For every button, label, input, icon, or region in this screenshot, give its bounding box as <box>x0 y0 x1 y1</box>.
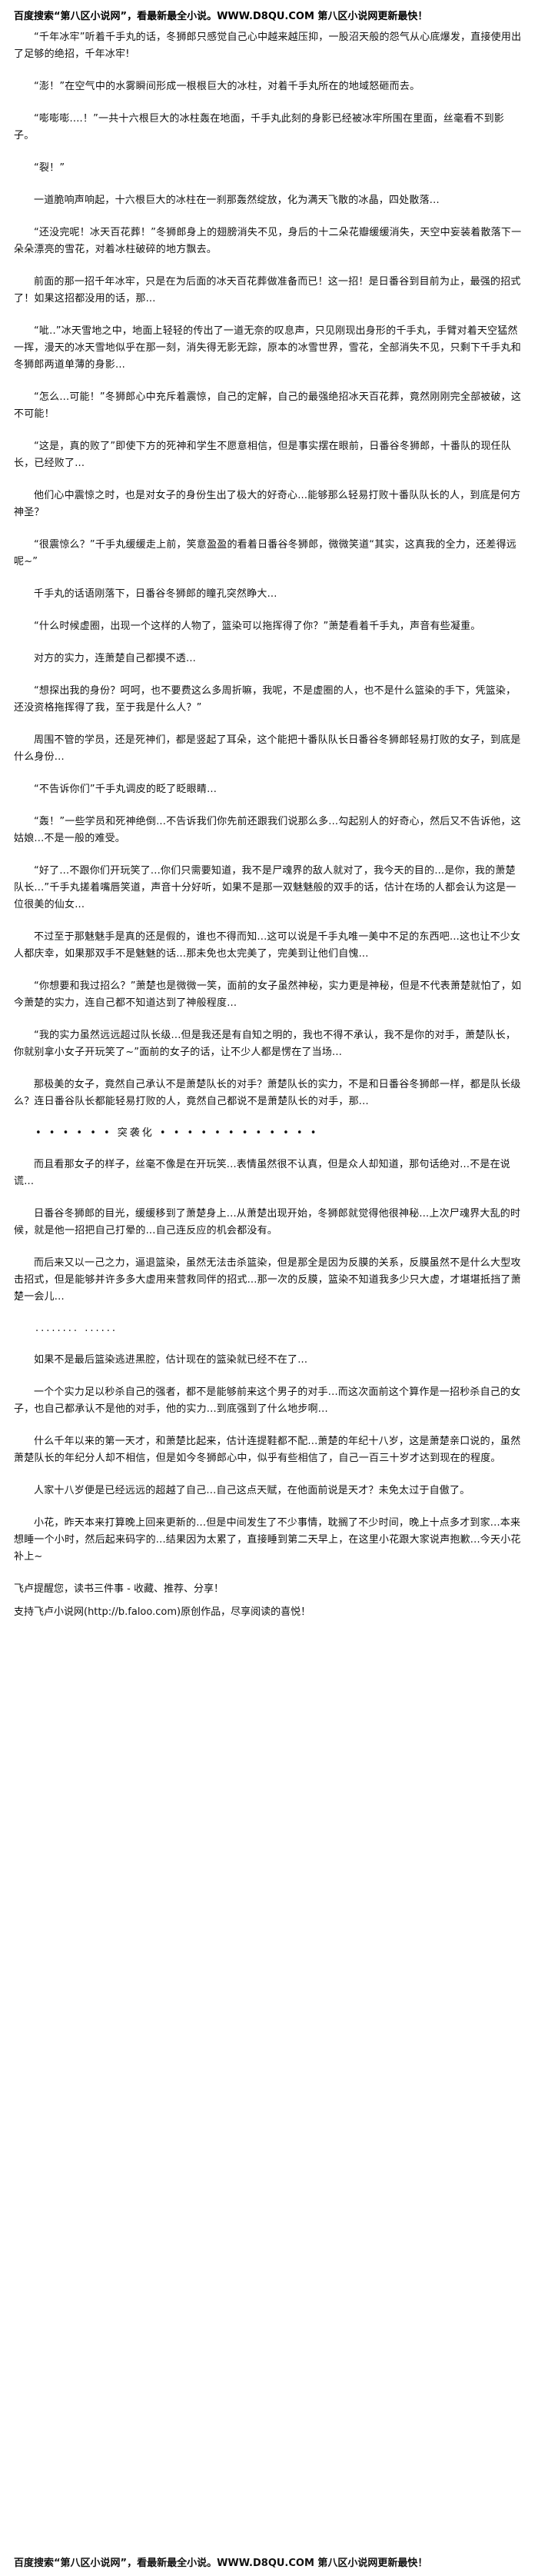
paragraph: 那极美的女子，竟然自己承认不是萧楚队长的对手？萧楚队长的实力，不是和日番谷冬狮郎… <box>14 1079 521 1107</box>
paragraph: 什么千年以来的第一天才，和萧楚比起来，估计连提鞋都不配...萧楚的年纪十八岁，这… <box>14 1436 521 1464</box>
paragraph: “什么时候虚圈，出现一个这样的人物了，篮染可以拖挥得了你？”萧楚看着千手丸，声音… <box>34 621 481 632</box>
section-divider: • • • • • • 突袭化 • • • • • • • • • • • • <box>35 1127 319 1139</box>
reminder-line: 飞卢提醒您，读书三件事 - 收藏、推荐、分享！ <box>14 1583 224 1595</box>
site-banner-top: 百度搜索“第八区小说网”，看最新最全小说。WWW.D8QU.COM 第八区小说网… <box>14 11 428 22</box>
paragraph: 前面的那一招千年冰牢，只是在为后面的冰天百花葬做准备而已！这一招！是日番谷到目前… <box>14 276 521 305</box>
paragraph: 周围不管的学员，还是死神们，都是竖起了耳朵，这个能把十番队队长日番谷冬狮郎轻易打… <box>14 734 521 763</box>
paragraph: 日番谷冬狮郎的目光，缓缓移到了萧楚身上...从萧楚出现开始，冬狮郎就觉得他很神秘… <box>14 1208 521 1236</box>
paragraph: “好了...不跟你们开玩笑了...你们只需要知道，我不是尸魂界的敌人就对了，我今… <box>14 865 516 910</box>
paragraph: “呲..”冰天雪地之中，地面上轻轻的传出了一道无奈的叹息声，只见刚现出身形的千手… <box>14 325 522 371</box>
paragraph: “还没完呢！冰天百花葬！”冬狮郎身上的翅膀消失不见，身后的十二朵花瓣缓缓消失，天… <box>14 227 522 255</box>
paragraph: 一道脆响声响起，十六根巨大的冰柱在一刹那轰然绽放，化为满天飞散的冰晶，四处散落.… <box>34 195 440 206</box>
paragraph: “很震惊么？”千手丸缓缓走上前，笑意盈盈的看着日番谷冬狮郎，微微笑道“其实，这真… <box>14 539 517 567</box>
paragraph: 如果不是最后篮染逃进黑腔，估计现在的篮染就已经不在了... <box>34 1354 308 1366</box>
paragraph: 一个个实力足以秒杀自己的强者，都不是能够前来这个男子的对手...而这次面前这个算… <box>14 1386 521 1415</box>
paragraph: “怎么...可能！”冬狮郎心中充斥着震惊，自己的定解，自己的最强绝招冰天百花葬，… <box>14 391 522 420</box>
paragraph: 他们心中震惊之时，也是对女子的身份生出了极大的好奇心...能够那么轻易打败十番队… <box>14 490 521 518</box>
paragraph: 而且看那女子的样子，丝毫不像是在开玩笑...表情虽然很不认真，但是众人却知道，那… <box>14 1159 510 1187</box>
paragraph: 而后来又以一己之力，逼退篮染，虽然无法击杀篮染，但是那全是因为反膜的关系，反膜虽… <box>14 1257 521 1303</box>
paragraph: 千手丸的话语刚落下，日番谷冬狮郎的瞳孔突然睁大... <box>34 588 277 600</box>
support-line[interactable]: 支持飞卢小说网(http://b.faloo.com)原创作品，尽享阅读的喜悦！ <box>14 1606 311 1618</box>
ellipsis-divider: ........ ...... <box>35 1323 118 1334</box>
paragraph: “这是，真的败了”即使下方的死神和学生不愿意相信，但是事实摆在眼前，日番谷冬狮郎… <box>14 441 512 469</box>
paragraph: 不过至于那魅魅手是真的还是假的，谁也不得而知...这可以说是千手丸唯一美中不足的… <box>14 931 521 960</box>
chapter-content: “千年冰牢”听着千手丸的话，冬狮郎只感觉自己心中越来越压抑，一股沼天般的怨气从心… <box>14 29 524 1621</box>
paragraph: “轰！”一些学员和死神绝倒...不告诉我们你先前还跟我们说那么多...勾起别人的… <box>14 816 521 844</box>
paragraph: “澎！”在空气中的水雾瞬间形成一根根巨大的冰柱，对着千手丸所在的地域怒砸而去。 <box>34 81 420 92</box>
paragraph: “想探出我的身份？呵呵，也不要费这么多周折嘛，我呢，不是虚圈的人，也不是什么篮染… <box>14 685 516 714</box>
author-note: 小花，昨天本来打算晚上回来更新的...但是中间发生了不少事情，耽搁了不少时间，晚… <box>14 1517 521 1563</box>
paragraph: “千年冰牢”听着千手丸的话，冬狮郎只感觉自己心中越来越压抑，一股沼天般的怨气从心… <box>14 32 522 60</box>
paragraph: 人家十八岁便是已经远远的超越了自己...自己这点天赋，在他面前说是天才？未免太过… <box>34 1485 470 1496</box>
site-banner-bottom: 百度搜索“第八区小说网”，看最新最全小说。WWW.D8QU.COM 第八区小说网… <box>14 2558 428 2569</box>
paragraph: “不告诉你们”千手丸调皮的眨了眨眼睛... <box>34 784 218 795</box>
paragraph: “我的实力虽然远远超过队长级...但是我还是有自知之明的，我也不得不承认，我不是… <box>14 1030 516 1058</box>
paragraph: “你想要和我过招么？”萧楚也是微微一笑，面前的女子虽然神秘，实力更是神秘，但是不… <box>14 980 522 1009</box>
paragraph: “裂！” <box>34 162 65 174</box>
paragraph: “嘭嘭嘭....！”一共十六根巨大的冰柱轰在地面，千手丸此刻的身影已经被冰牢所围… <box>14 113 504 141</box>
paragraph: 对方的实力，连萧楚自己都摸不透... <box>34 653 196 664</box>
